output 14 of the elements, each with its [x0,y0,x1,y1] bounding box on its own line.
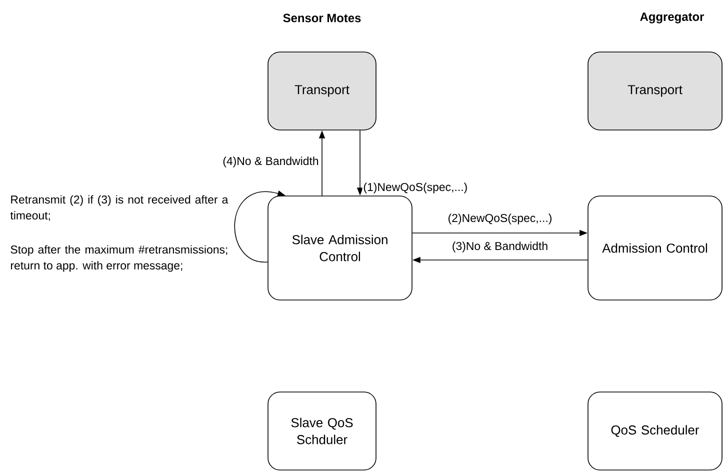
edge-label: (4)No & Bandwidth [222,156,320,168]
process-box: QoS Scheduler [588,392,722,470]
column-heading: Aggregator [640,12,704,24]
edge-label: (1)NewQoS(spec,...) [362,182,469,194]
edge-label: (2)NewQoS(spec,...) [446,212,554,226]
process-box: Admission Control [588,196,722,300]
process-box: Transport [268,52,376,130]
note-text: Stop after the maximum #retransmissions; return to app. with error message; [10,245,228,272]
edge-label: (3)No & Bandwidth [450,240,550,254]
process-box: Transport [588,52,722,130]
process-box: Slave QoS Schduler [268,392,376,470]
column-heading: Sensor Motes [283,14,361,22]
note-text: Retransmit (2) if (3) is not received after a timeout; [10,195,228,221]
process-box: Slave Admission Control [268,196,412,300]
